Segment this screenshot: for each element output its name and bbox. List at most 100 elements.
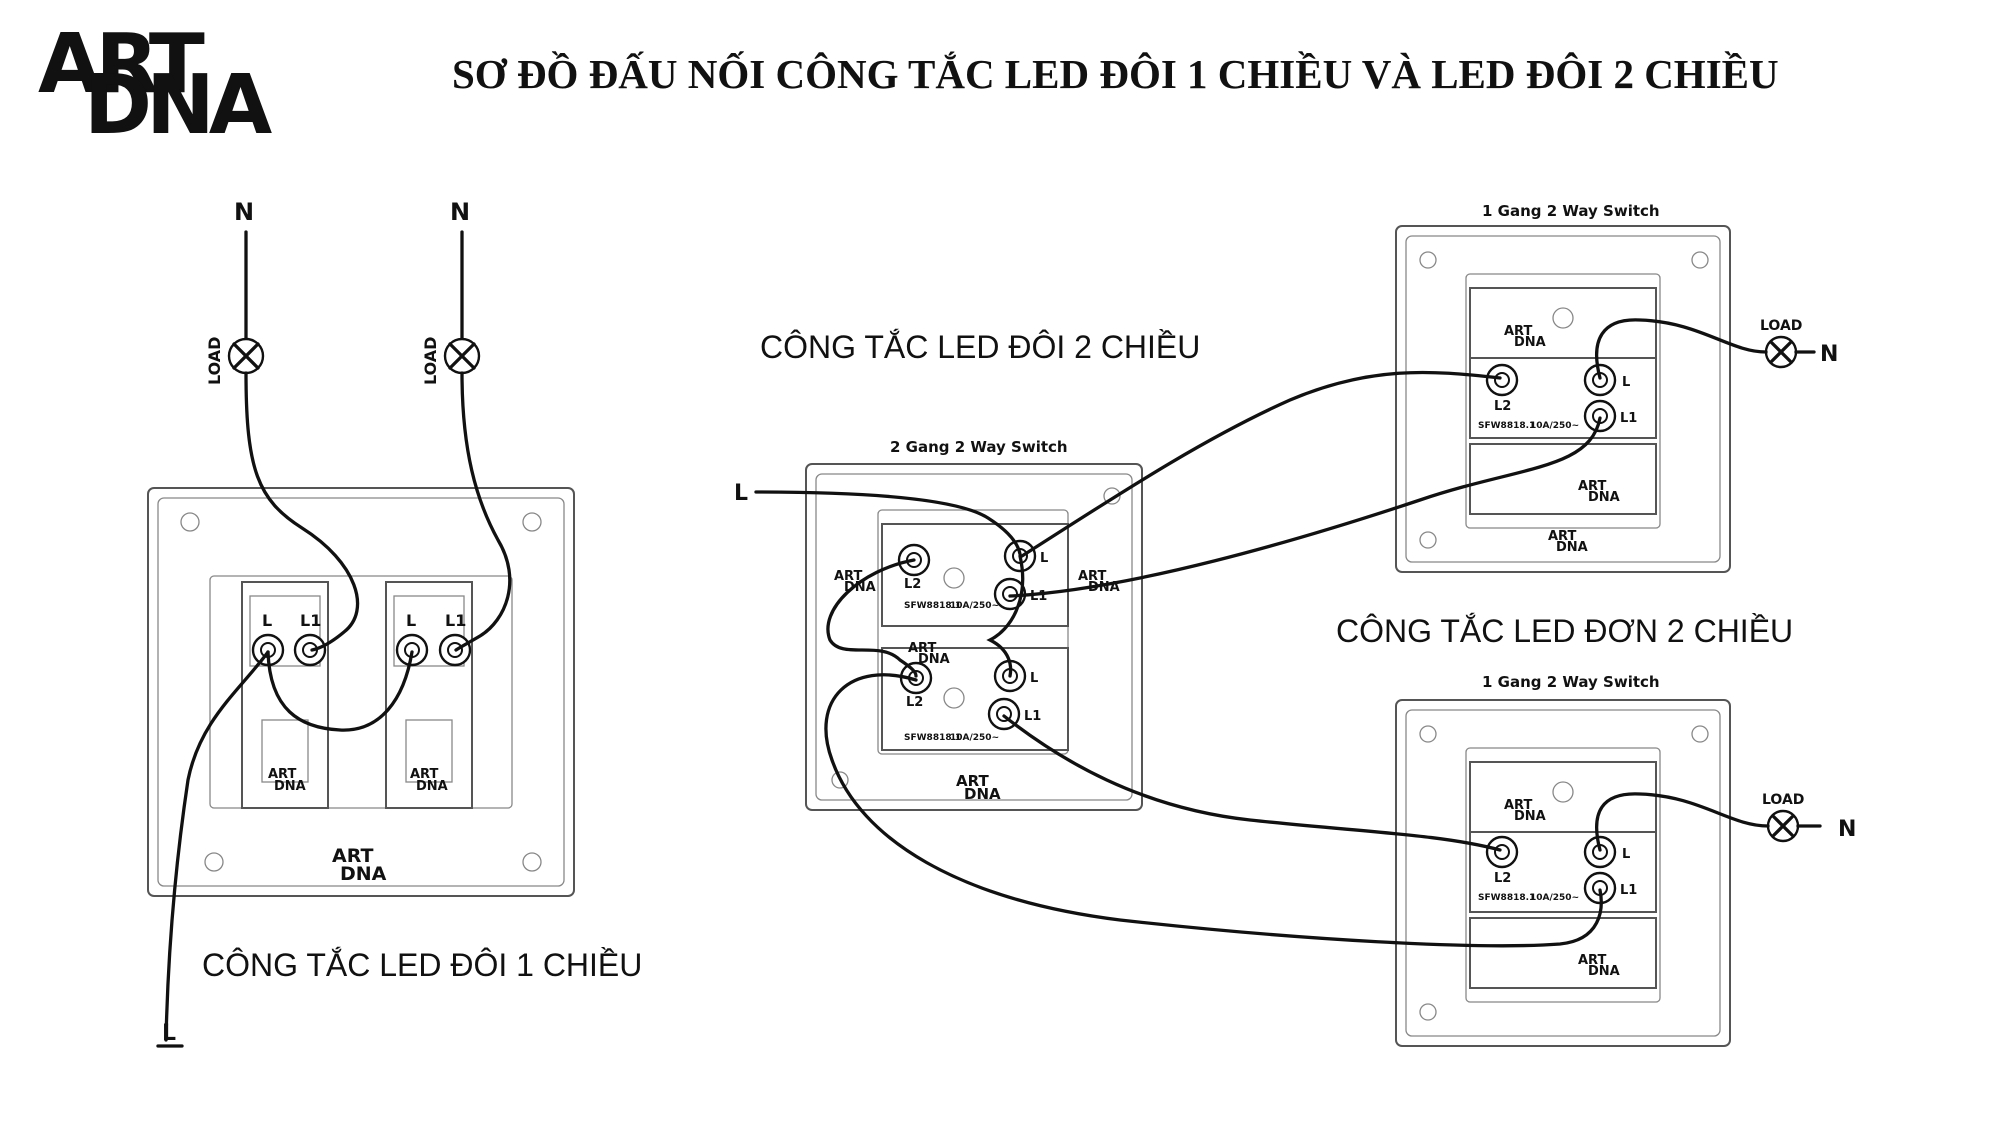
load-wire-gang-1 (244, 371, 360, 652)
terminal-l2 (1485, 835, 1519, 869)
module-brand-art: ART (268, 767, 296, 782)
center-brand-art: ART (908, 641, 936, 656)
traveller-lower-l2-to-bottom-l1 (824, 673, 1603, 948)
panel-brand-dna: DNA (1588, 490, 1620, 505)
upper-module (881, 523, 1069, 627)
logo-line-art: ART (38, 17, 205, 112)
module-brand-dna: DNA (416, 779, 448, 794)
load-wire-gang-2 (454, 371, 512, 652)
rating-text: 10A/250~ (950, 601, 999, 611)
jumper-wire-l (266, 650, 414, 732)
live-wire-input (754, 490, 1022, 556)
live-wire (164, 650, 270, 1042)
switch-led-doi-2-chieu: CÔNG TẮC LED ĐÔI 2 CHIỀU 2 Gang 2 Way Sw… (734, 329, 1200, 811)
panel-brand-art: ART (1504, 324, 1532, 339)
terminal-l (1583, 363, 1617, 397)
load-lamp-icon (227, 337, 265, 375)
logo-line-dna: DNA (84, 58, 273, 153)
label-terminal-l: L (406, 611, 416, 630)
panel-brand-dna: DNA (1514, 335, 1546, 350)
screw-head (447, 642, 463, 658)
led-indicator (943, 567, 965, 589)
traveller-lower-l1-to-bottom-l2 (1002, 714, 1502, 852)
terminal-module (1469, 831, 1657, 913)
live-label: L (734, 481, 748, 506)
gang-2-terminal-l (395, 633, 429, 667)
title-1-gang-2-way-bottom: 1 Gang 2 Way Switch (1482, 673, 1660, 691)
switch-plate-inner (1405, 709, 1721, 1037)
traveller-wires (824, 370, 1603, 948)
load-label: LOAD (205, 337, 224, 385)
gang-2-latch (405, 719, 453, 783)
model-text: SFW8818.1 (904, 601, 961, 611)
title-1-gang-2-way-top: 1 Gang 2 Way Switch (1482, 202, 1660, 220)
module-brand-art: ART (410, 767, 438, 782)
load-label: LOAD (421, 337, 440, 385)
switch-led-doi-1-chieu: L L1 L L1 ART DNA ART DNA ART DNA N N LO… (147, 198, 642, 1048)
screw-hole (1103, 487, 1121, 505)
screw-hole (1691, 725, 1709, 743)
terminal-module (1469, 357, 1657, 439)
label-terminal-l1: L1 (1024, 709, 1041, 724)
neutral-label: N (450, 198, 470, 226)
panel-brand-art: ART (1578, 479, 1606, 494)
neutral-label: N (234, 198, 254, 226)
jumper-l-upper-lower (986, 554, 1025, 678)
art-dna-logo: ART DNA (38, 17, 279, 153)
lower-module (881, 647, 1069, 751)
load-label: LOAD (1762, 792, 1804, 808)
caption-led-doi-2-chieu: CÔNG TẮC LED ĐÔI 2 CHIỀU (760, 329, 1200, 365)
gang-1-terminal-block (249, 595, 321, 667)
page-title: SƠ ĐỒ ĐẤU NỐI CÔNG TẮC LED ĐÔI 1 CHIỀU V… (452, 51, 1779, 97)
plate-brand-art: ART (956, 772, 989, 790)
model-text: SFW8818.1 (904, 733, 961, 743)
screw-hole (831, 771, 849, 789)
terminal-l (1583, 835, 1617, 869)
label-terminal-l: L (1040, 551, 1048, 566)
switch-plate-inner (157, 497, 565, 887)
mechanism-frame (1465, 747, 1661, 1003)
led-indicator (1552, 307, 1574, 329)
jumper-l2-upper-lower (826, 558, 918, 678)
label-terminal-l: L (1030, 671, 1038, 686)
label-terminal-l2: L2 (1494, 399, 1511, 414)
load-label: LOAD (1760, 318, 1802, 334)
load-lamp-icon (1766, 809, 1800, 843)
label-terminal-l2: L2 (904, 577, 921, 592)
live-label: L (162, 1021, 176, 1046)
panel-brand-dna: DNA (1588, 964, 1620, 979)
load-wire (1595, 318, 1768, 380)
plate-brand-dna: DNA (964, 785, 1001, 803)
gang-1-latch (261, 719, 309, 783)
label-terminal-l1: L1 (300, 611, 321, 630)
plate-brand-dna: DNA (340, 863, 387, 885)
plate-brand-dna: DNA (1556, 540, 1588, 555)
upper-panel (1469, 287, 1657, 359)
load-lamp-icon (443, 337, 481, 375)
switch-led-don-2-chieu-bottom: CÔNG TẮC LED ĐƠN 2 CHIỀU 1 Gang 2 Way Sw… (1336, 613, 1856, 1047)
screw-hole (1419, 725, 1437, 743)
switch-plate-inner (1405, 235, 1721, 563)
screw-head (996, 706, 1012, 722)
load-lamp-icon (1764, 335, 1798, 369)
screw-hole (522, 512, 542, 532)
switch-plate-outer (1395, 225, 1731, 573)
title-2-gang-2-way: 2 Gang 2 Way Switch (890, 438, 1068, 456)
gang-1-module (241, 581, 329, 809)
model-text: SFW8818.1 (1478, 421, 1535, 431)
traveller-upper-l-to-top-l2 (1020, 370, 1502, 558)
switch-plate-outer (805, 463, 1143, 811)
label-terminal-l2: L2 (1494, 871, 1511, 886)
terminal-l2 (1485, 363, 1519, 397)
panel-brand-dna: DNA (1514, 809, 1546, 824)
switch-plate-outer (1395, 699, 1731, 1047)
terminal-l1 (1583, 399, 1617, 433)
label-terminal-l1: L1 (1030, 589, 1047, 604)
traveller-upper-l1-to-top-l1 (1008, 416, 1602, 598)
label-terminal-l: L (1622, 847, 1630, 862)
lower-panel (1469, 917, 1657, 989)
mechanism-frame (209, 575, 513, 809)
neutral-label: N (1838, 817, 1856, 842)
led-indicator (943, 687, 965, 709)
gang-2-terminal-block (393, 595, 465, 667)
